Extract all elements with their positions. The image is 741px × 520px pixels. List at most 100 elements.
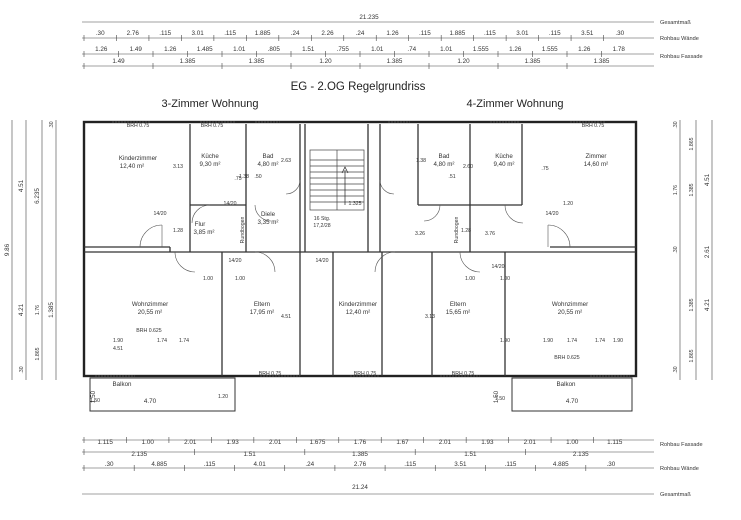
dimension-value: 1.93 — [481, 439, 494, 446]
room-name: Küche — [495, 153, 513, 160]
dimension-value: 1.885 — [255, 30, 271, 37]
door-mark: 14/20 — [316, 258, 329, 264]
dimension-value: 2.01 — [439, 439, 452, 446]
dimension-value: 1.51 — [243, 451, 256, 458]
interior-dimension: 1.28 — [173, 228, 183, 234]
interior-dimension: 3.26 — [415, 231, 425, 237]
right-outer-dim: 2.61 — [704, 245, 711, 258]
balcony-left-depth: 1.50 — [90, 390, 97, 403]
room-name: Bad — [438, 153, 450, 160]
balconies — [89, 377, 633, 412]
balcony-right-label: Balkon — [557, 381, 576, 388]
dimension-value: 1.26 — [578, 46, 591, 53]
dimension-value: 1.26 — [95, 46, 108, 53]
dimension-value: 3.51 — [581, 30, 594, 37]
room-area: 3,85 m² — [194, 229, 215, 236]
dimension-value: 1.01 — [440, 46, 453, 53]
room-area: 4,80 m² — [258, 161, 279, 168]
dimension-value: 3.01 — [516, 30, 529, 37]
bottom-total-dimension: 21.24 — [352, 484, 368, 491]
door-mark: 14/20 — [224, 201, 237, 207]
right-inner-dim: 1.865 — [689, 137, 695, 150]
dimension-value: .24 — [305, 461, 314, 468]
dimension-value: .115 — [549, 30, 561, 37]
brh-label: BRH 0.75 — [582, 123, 605, 129]
left-fine-dim: 1.865 — [35, 347, 41, 360]
dimension-value: .30 — [607, 461, 616, 468]
balcony-left-label: Balkon — [113, 381, 132, 388]
dimension-value: .24 — [356, 30, 365, 37]
dimension-value: 1.385 — [387, 58, 403, 65]
dimension-value: 2.01 — [269, 439, 282, 446]
dimension-value: 4.01 — [253, 461, 266, 468]
room-area: 12,40 m² — [346, 309, 370, 316]
dimension-value: 1.67 — [396, 439, 409, 446]
dimension-value: 1.00 — [566, 439, 579, 446]
dimension-value: 1.93 — [226, 439, 239, 446]
left-inner-dim: 6.235 — [34, 188, 41, 204]
dimension-value: 1.385 — [180, 58, 196, 65]
dimension-value: .30 — [105, 461, 114, 468]
right-inner-dim: 1.385 — [689, 183, 695, 196]
balcony-right-depth: 1.50 — [493, 390, 500, 403]
bottom-total-label: Gesamtmaß — [660, 492, 691, 498]
dimension-value: 1.00 — [142, 439, 155, 446]
dimension-value: 1.385 — [594, 58, 610, 65]
brh-label: BRH 0.75 — [259, 371, 282, 377]
interior-dimension: 1.74 — [179, 338, 189, 344]
window-rundbogen: Rundbogen — [454, 216, 460, 243]
dimension-value: .30 — [96, 30, 105, 37]
room-area: 17,95 m² — [250, 309, 274, 316]
dimension-value: 1.115 — [607, 439, 623, 446]
stair-core — [309, 149, 365, 211]
door-mark: 14/20 — [154, 211, 167, 217]
dimension-value: 2.76 — [354, 461, 367, 468]
room-area: 15,65 m² — [446, 309, 470, 316]
left-fine-dim: .30 — [49, 121, 55, 128]
dimension-value: 1.51 — [464, 451, 477, 458]
interior-dimension: 3.76 — [485, 231, 495, 237]
right-outer-dim: 4.51 — [704, 173, 711, 186]
interior-dimension: 1.325 — [349, 201, 362, 207]
brh-label: BRH 0.625 — [554, 355, 579, 361]
top-fassade-label: Rohbau Fassade — [660, 54, 703, 60]
door-mark: 14/20 — [229, 258, 242, 264]
dimension-value: 1.385 — [352, 451, 368, 458]
room-area: 20,55 m² — [558, 309, 582, 316]
right-unit-title: 4-Zimmer Wohnung — [467, 98, 564, 110]
room-name: Küche — [201, 153, 219, 160]
dimension-value: 1.51 — [302, 46, 315, 53]
dimension-value: 1.76 — [354, 439, 367, 446]
dimension-value: 2.01 — [524, 439, 537, 446]
interior-dimension: 1.90 — [113, 338, 123, 344]
interior-dimension: 1.20 — [563, 201, 573, 207]
brh-label: BRH 0.75 — [201, 123, 224, 129]
dimension-value: .805 — [268, 46, 281, 53]
brh-label: BRH 0.625 — [136, 328, 161, 334]
interior-dimension: 4.51 — [113, 346, 123, 352]
interior-dimension: .75 — [234, 176, 241, 182]
interior-dimension: 3.13 — [425, 314, 435, 320]
balcony-right-width: 4.70 — [566, 398, 579, 405]
brh-label: BRH 0.75 — [452, 371, 475, 377]
interior-marks: 14/20 14/20 14/20 14/20 14/20 14/20 BRH … — [127, 123, 605, 377]
right-inner-dim: 1.76 — [673, 185, 679, 195]
left-unit-title: 3-Zimmer Wohnung — [162, 98, 259, 110]
window-rundbogen: Rundbogen — [240, 216, 246, 243]
dimension-value: 2.01 — [184, 439, 197, 446]
dimension-value: .755 — [337, 46, 350, 53]
left-dimension-chains — [11, 120, 57, 380]
dimension-value: .115 — [159, 30, 171, 37]
stair-steps: 16 Stg. — [314, 216, 330, 222]
interior-dimension: 1.50 — [90, 398, 100, 404]
dimension-value: 1.485 — [197, 46, 213, 53]
dimension-value: 1.555 — [473, 46, 489, 53]
room-name: Flur — [195, 221, 206, 228]
bottom-dimension-chains — [82, 439, 654, 495]
dimension-value: .115 — [404, 461, 416, 468]
dimension-value: .115 — [419, 30, 431, 37]
